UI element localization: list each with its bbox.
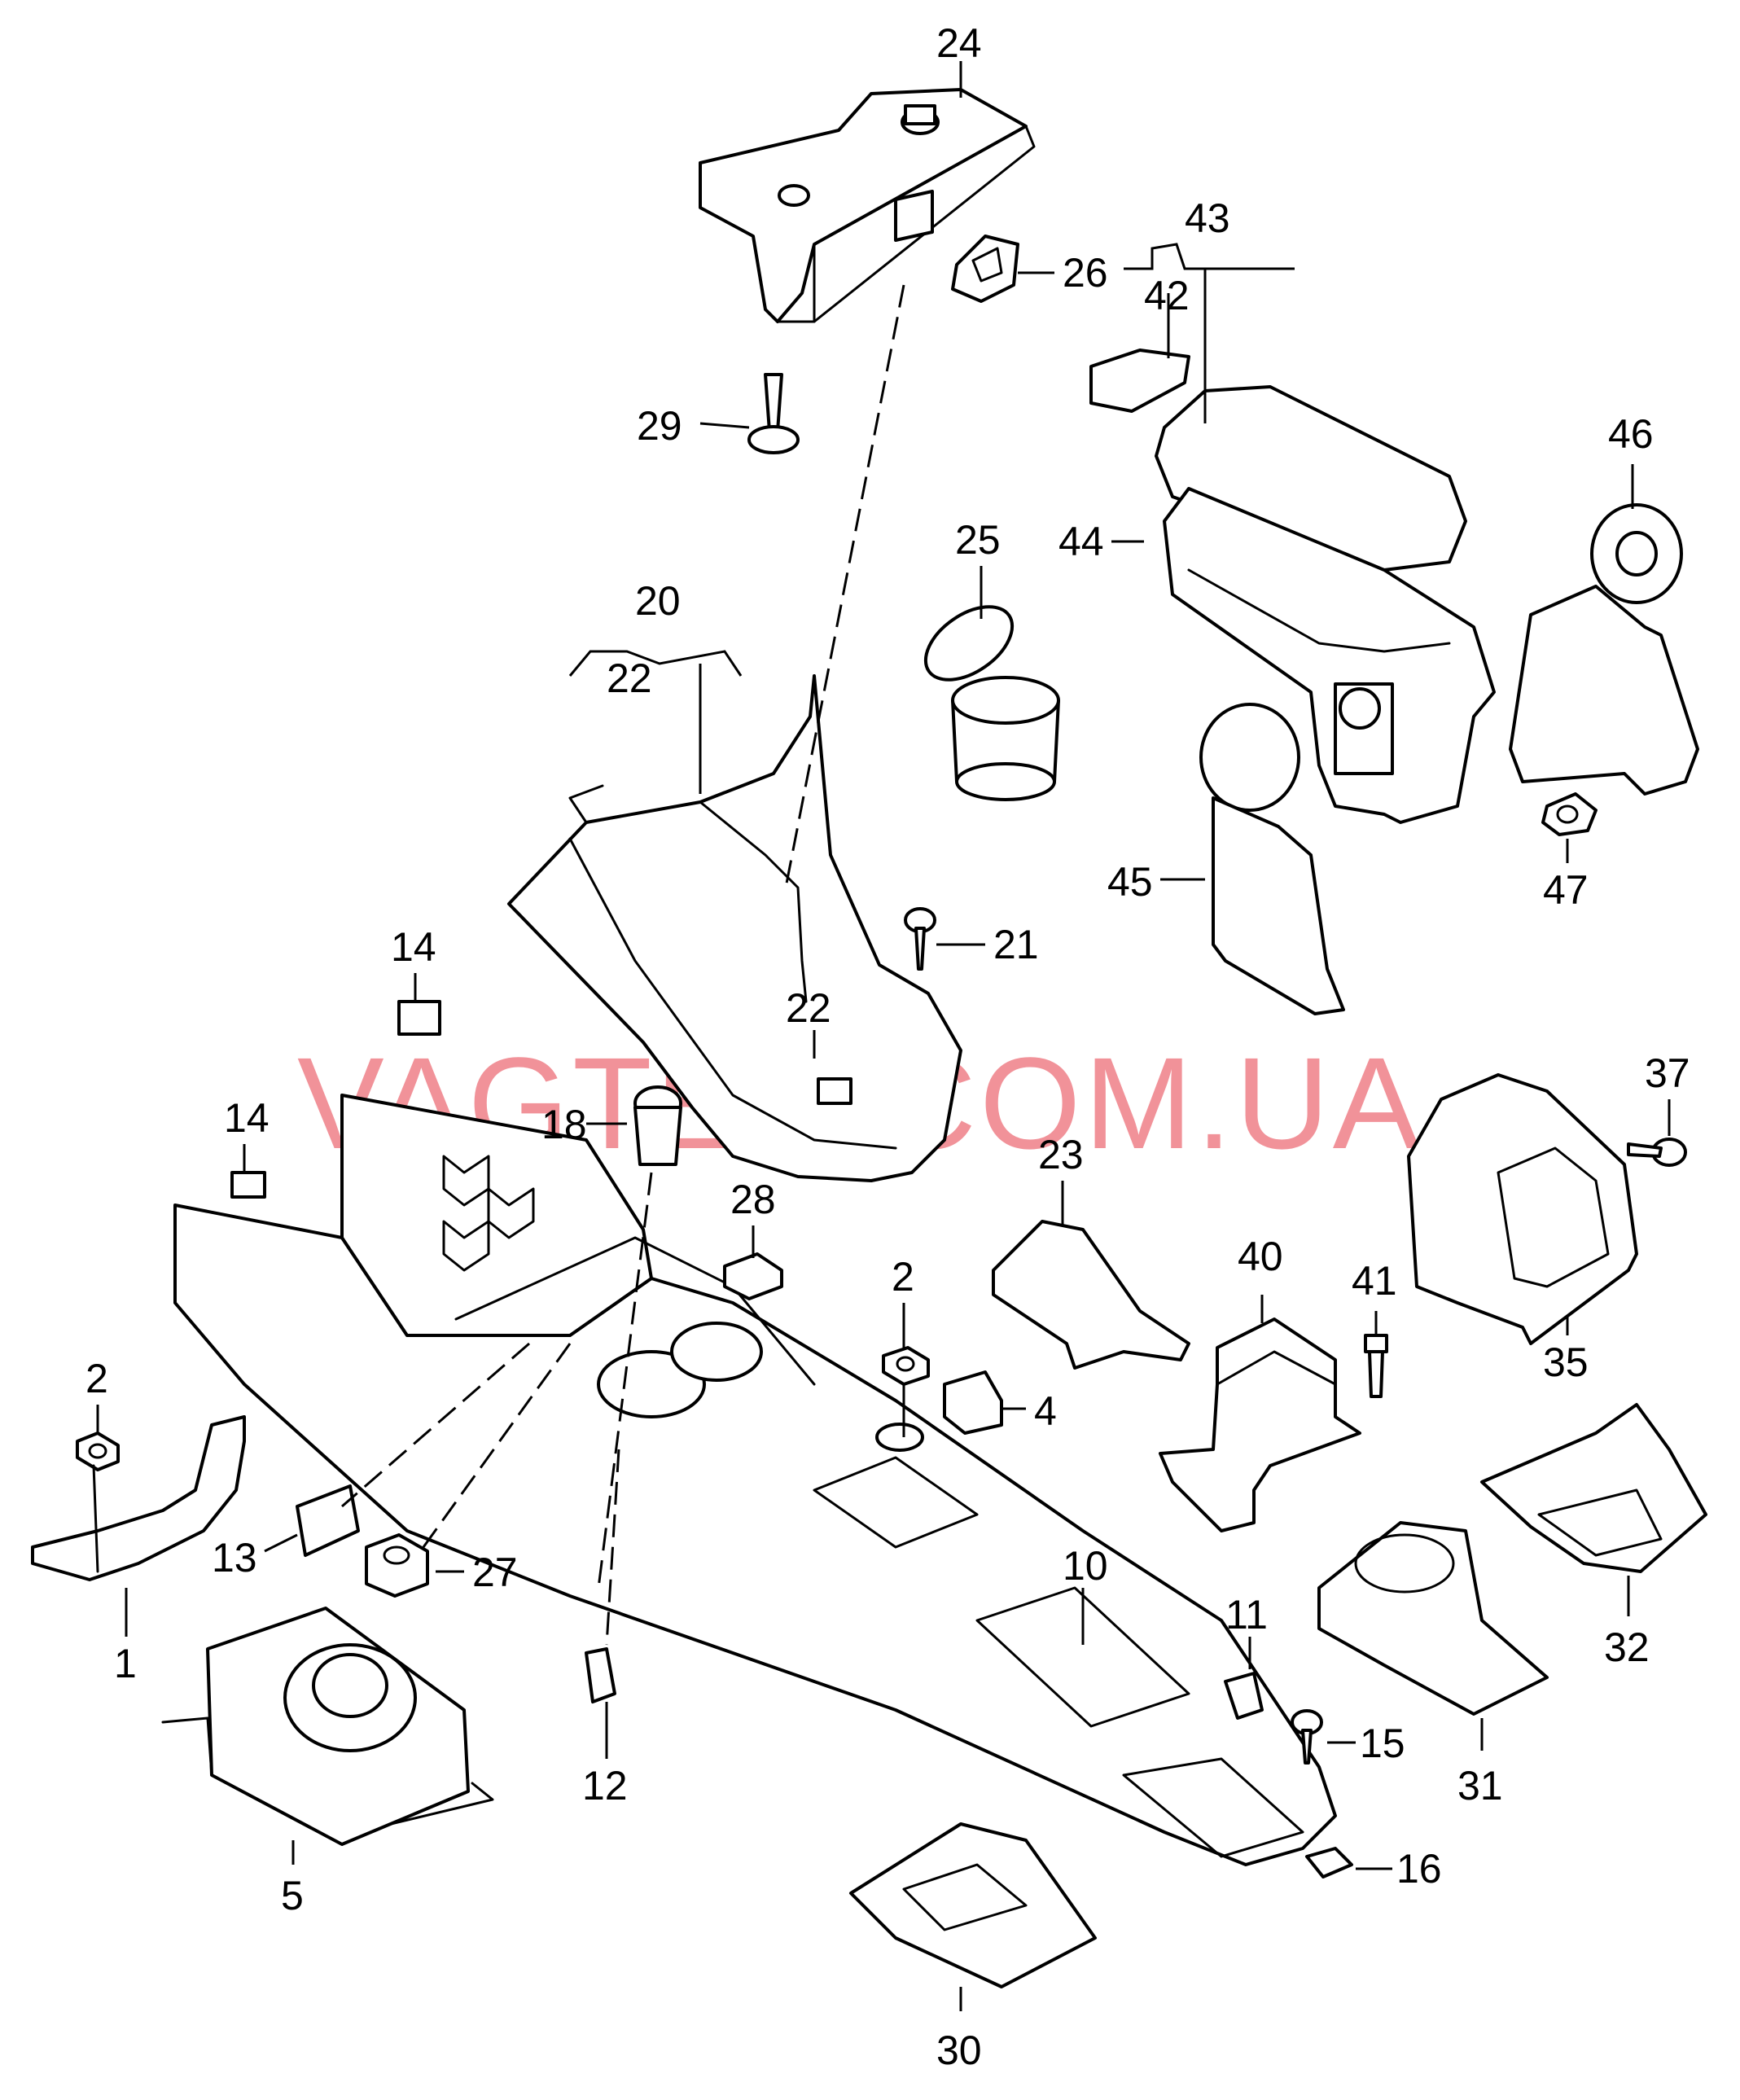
callout-14b: 14	[224, 1095, 270, 1141]
part-20-upper-trim	[507, 674, 962, 1182]
callout-40: 40	[1238, 1234, 1283, 1279]
callout-2b: 2	[85, 1356, 108, 1401]
callout-27: 27	[472, 1550, 518, 1595]
assembly-line-a	[784, 284, 905, 888]
callout-18: 18	[541, 1102, 587, 1147]
callout-29: 29	[637, 403, 682, 449]
part-31-knob-cover	[1317, 1521, 1549, 1716]
callout-15: 15	[1360, 1721, 1405, 1766]
part-46-bracket	[1509, 503, 1699, 796]
callout-10: 10	[1063, 1543, 1108, 1589]
part-13-clip	[296, 1484, 360, 1557]
callout-21: 21	[993, 922, 1039, 967]
assembly-line-e	[605, 1449, 620, 1646]
callout-35: 35	[1543, 1339, 1589, 1385]
callout-45: 45	[1107, 859, 1153, 905]
callout-22: 22	[607, 655, 652, 701]
callout-28: 28	[730, 1177, 776, 1222]
part-45-rear-panel	[1199, 703, 1345, 1015]
callout-2a: 2	[892, 1254, 914, 1300]
callout-16: 16	[1396, 1846, 1442, 1892]
part-28-cap	[723, 1252, 783, 1300]
callout-25: 25	[955, 517, 1001, 563]
part-44-armrest-base	[1163, 487, 1496, 824]
part-25-cup-holder	[923, 605, 1060, 801]
part-5-gear-cover	[161, 1607, 494, 1846]
part-32-frame	[1480, 1403, 1707, 1573]
part-40-bracket	[1159, 1317, 1361, 1532]
part-2-nut-left	[76, 1431, 120, 1471]
part-30-tray	[849, 1822, 1097, 1988]
callout-22b: 22	[786, 985, 831, 1031]
callout-37: 37	[1645, 1050, 1690, 1096]
callout-47: 47	[1543, 867, 1589, 913]
part-26-clip	[951, 235, 1019, 303]
callout-23: 23	[1038, 1132, 1084, 1177]
part-23-cover	[992, 1220, 1190, 1370]
callout-12: 12	[582, 1763, 628, 1808]
part-21-screw	[904, 907, 936, 971]
callout-13: 13	[212, 1535, 257, 1580]
part-14-pad-a	[397, 1000, 441, 1036]
assembly-line-c	[341, 1342, 530, 1508]
assembly-line-d	[422, 1343, 572, 1548]
part-2-nut-right	[882, 1346, 930, 1386]
part-10-center-console	[173, 1094, 1337, 1866]
callout-5: 5	[281, 1873, 304, 1918]
assembly-line-b	[597, 1172, 653, 1589]
callout-32: 32	[1604, 1624, 1650, 1670]
callout-14a: 14	[391, 924, 436, 970]
callout-41: 41	[1352, 1258, 1397, 1304]
part-35-side-panel	[1407, 1073, 1638, 1345]
part-29-screw	[747, 373, 800, 454]
callout-24: 24	[936, 20, 982, 66]
part-14-pad-b	[230, 1171, 266, 1199]
callout-44: 44	[1058, 519, 1104, 564]
part-15-screw	[1291, 1709, 1323, 1765]
callout-labels: 24 26 29 43 42 25 44 46 20 22 21 22 14 1…	[85, 20, 1690, 2073]
callout-43: 43	[1185, 195, 1230, 241]
callout-20: 20	[635, 578, 681, 624]
part-4-bracket	[875, 1370, 1003, 1452]
part-18-socket	[633, 1085, 682, 1166]
callout-42: 42	[1144, 273, 1190, 318]
part-27-clip	[365, 1533, 429, 1598]
callout-30: 30	[936, 2028, 982, 2073]
part-16-clip	[1305, 1847, 1353, 1879]
part-41-bolt	[1364, 1334, 1388, 1398]
callout-26: 26	[1063, 250, 1108, 296]
part-11-clip	[1224, 1672, 1264, 1720]
callout-11: 11	[1225, 1592, 1268, 1637]
callout-46: 46	[1608, 411, 1654, 457]
part-37-screw	[1627, 1138, 1687, 1167]
part-42-pad	[1089, 349, 1190, 413]
callout-31: 31	[1457, 1763, 1503, 1808]
callout-1: 1	[114, 1641, 137, 1686]
part-24-storage-tray	[699, 88, 1036, 323]
part-47-nut	[1541, 792, 1598, 836]
callout-4: 4	[1034, 1388, 1057, 1434]
part-12-clip	[585, 1647, 616, 1703]
part-1-bracket	[31, 1415, 246, 1581]
